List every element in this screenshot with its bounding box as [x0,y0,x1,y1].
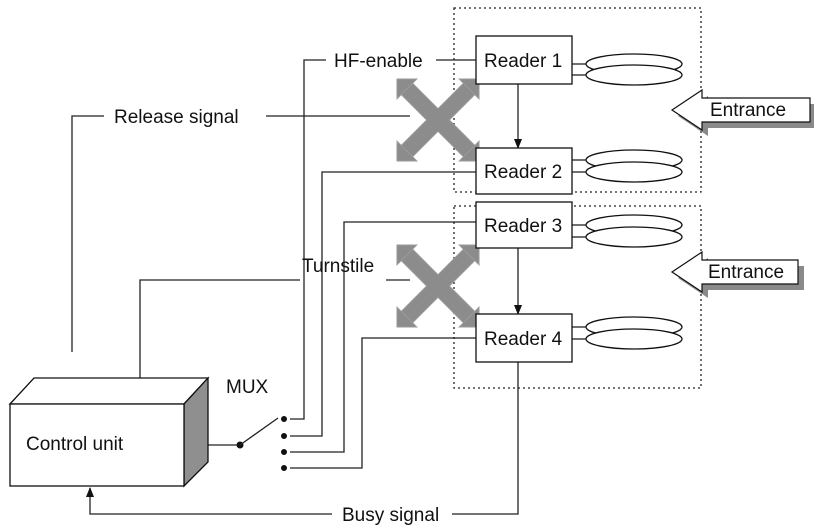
busy-signal-line-left [86,487,332,515]
entrance-arrow-bottom: Entrance [670,250,804,298]
reader-1: Reader 1 [475,35,573,85]
entrance-label-top: Entrance [710,100,786,121]
mux-wire-3 [290,221,476,453]
control-unit-label: Control unit [26,434,124,455]
mux-wire-4 [290,337,476,469]
reader-3-antenna [572,214,683,248]
reader-3: Reader 3 [475,201,573,249]
busy-signal-label: Busy signal [342,505,439,526]
reader-3-label: Reader 3 [484,216,562,237]
control-unit: Control unit [8,376,210,488]
reader-2: Reader 2 [475,147,573,195]
reader-1-antenna [572,53,683,86]
turnstile-label: Turnstile [302,256,374,277]
hf-enable-label: HF-enable [334,51,423,72]
reader-4-label: Reader 4 [484,329,563,350]
entrance-arrow-top: Entrance [670,88,814,136]
turnstile-line-left [139,279,300,378]
release-signal-line-left [71,115,104,352]
turnstile-icon-bottom [396,244,480,328]
mux-wire-1 [290,59,326,420]
reader-4-antenna [572,316,683,350]
reader-2-label: Reader 2 [484,162,562,183]
mux-wire-2 [290,171,476,437]
busy-signal-line-right [452,362,519,515]
reader-4: Reader 4 [475,313,573,363]
release-signal-label: Release signal [114,107,239,128]
mux-label: MUX [226,377,269,398]
turnstile-icon-top [396,78,480,162]
entrance-label-bottom: Entrance [708,262,784,283]
reader-2-antenna [572,149,683,183]
reader-1-label: Reader 1 [484,51,562,72]
